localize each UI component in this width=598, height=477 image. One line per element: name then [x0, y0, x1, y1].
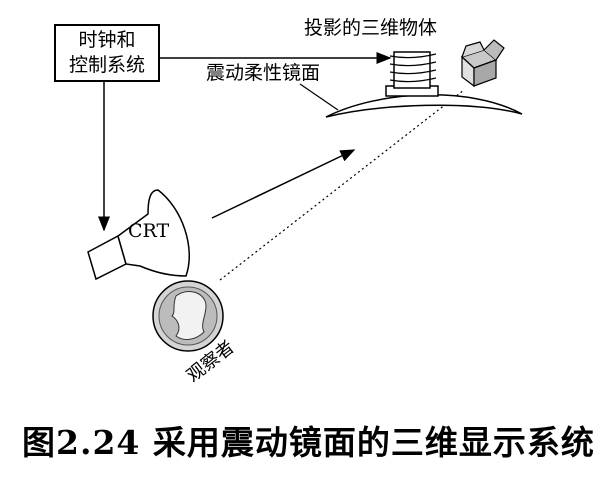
figure-caption: 图2.24 采用震动镜面的三维显示系统 — [22, 423, 595, 462]
viewer-icon — [152, 280, 224, 352]
vibrating-mirror-label: 震动柔性镜面 — [206, 62, 321, 84]
coil-icon — [385, 51, 439, 97]
control-box-line1: 时钟和 — [78, 29, 136, 51]
line-of-sight — [219, 89, 465, 281]
control-system-box: 时钟和 控制系统 — [54, 24, 160, 82]
flexible-mirror-icon — [325, 94, 523, 118]
mirror-leader-line — [299, 83, 339, 111]
crt-label: CRT — [128, 220, 170, 242]
control-box-line2: 控制系统 — [68, 54, 145, 76]
crt-icon — [87, 189, 190, 281]
projected-object-icon — [460, 39, 505, 88]
crt-ray-arrow — [211, 149, 356, 219]
projected-object-label: 投影的三维物体 — [304, 17, 438, 39]
